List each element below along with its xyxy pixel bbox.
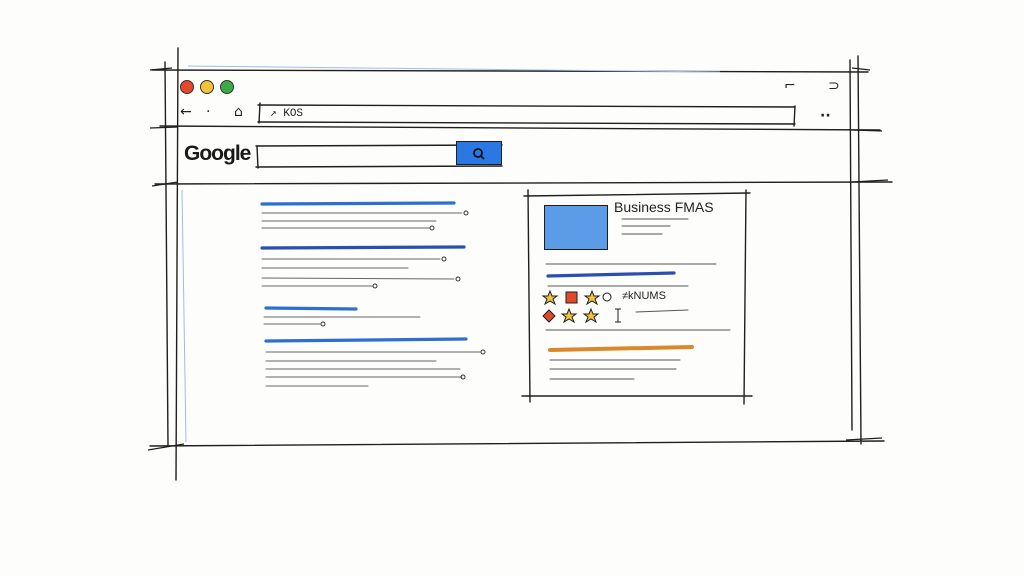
text-cursor-icon <box>615 308 621 323</box>
window-action-2[interactable]: ⊃ <box>828 78 840 94</box>
address-bar-input[interactable]: ↗ KOS <box>270 108 304 120</box>
result-3-title-link <box>264 306 358 311</box>
search-button[interactable] <box>456 141 502 165</box>
browser-menu-button[interactable]: ·· <box>820 108 831 124</box>
diamond-icon <box>542 309 556 323</box>
square-icon <box>565 291 578 304</box>
maximize-window-button[interactable] <box>220 80 234 94</box>
result-1-title-link <box>260 201 456 206</box>
panel-heading-link <box>546 271 676 278</box>
star-icon <box>582 307 600 324</box>
back-button[interactable]: ← <box>180 104 192 120</box>
search-icon <box>473 148 485 160</box>
panel-progress-bar <box>548 345 694 352</box>
close-window-button[interactable] <box>180 80 194 94</box>
business-rating-text: ≠kNUMS <box>622 290 666 302</box>
star-icon <box>541 289 559 306</box>
star-icon <box>560 307 578 324</box>
minimize-window-button[interactable] <box>200 80 214 94</box>
business-title: Business FMAS <box>614 199 714 215</box>
forward-button[interactable]: · <box>206 104 211 120</box>
result-2-title-link <box>260 245 466 250</box>
home-button[interactable]: ⌂ <box>234 104 243 120</box>
result-4-title-link <box>264 337 468 343</box>
star-icon <box>583 289 601 306</box>
search-input[interactable] <box>258 147 458 167</box>
business-image[interactable] <box>544 205 608 250</box>
google-logo: Google <box>184 142 251 165</box>
window-action-1[interactable]: ⌐ <box>784 78 796 94</box>
search-icon <box>602 292 612 302</box>
